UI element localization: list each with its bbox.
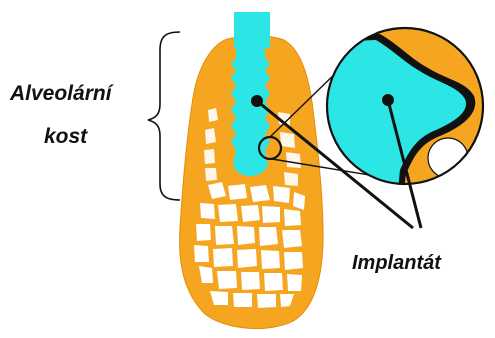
implant-label: Implantát bbox=[352, 252, 441, 275]
alveolar-bone-label-line2: kost bbox=[44, 125, 87, 149]
alveolar-bone-label-line1: Alveolární bbox=[10, 82, 112, 106]
implant-body bbox=[231, 12, 270, 176]
alveolar-bone-bracket bbox=[148, 32, 180, 200]
